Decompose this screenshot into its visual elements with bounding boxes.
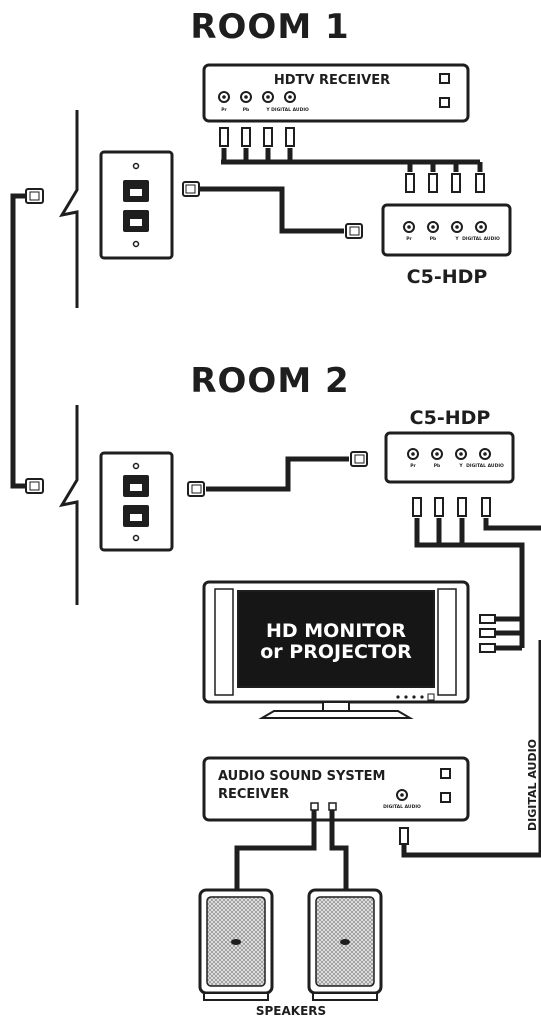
c5-room2-jack-digital-audio: DIGITAL AUDIO (466, 463, 504, 469)
hdtv-receiver: HDTV RECEIVER Pr Pb Y DIGITAL AUDIO (202, 63, 470, 123)
speaker-right (307, 888, 383, 1001)
jack-digital-audio (284, 91, 296, 103)
speaker-left (198, 888, 274, 1001)
speaker-wires (234, 810, 349, 890)
inter-room-cable (10, 188, 44, 494)
speakers-label: SPEAKERS (256, 1004, 326, 1018)
c5-room2-jack-pb: Pb (434, 463, 441, 469)
room1-network-cable (182, 181, 363, 239)
room2-c5-label: C5-HDP (410, 407, 491, 429)
monitor-label-line2: or PROJECTOR (260, 641, 412, 663)
jack-y (262, 91, 274, 103)
audio-receiver-label-line1: AUDIO SOUND SYSTEM (218, 769, 385, 784)
room1-wall (58, 110, 79, 308)
jack-label-y: Y (265, 107, 270, 113)
c5-room1-jack-y: Y (454, 236, 459, 242)
digital-audio-label: DIGITAL AUDIO (526, 739, 539, 831)
c5-room1-jack-pr: Pr (406, 236, 412, 242)
c5-room1-jack-digital-audio: DIGITAL AUDIO (462, 236, 500, 242)
room2-network-cable (187, 451, 368, 497)
jack-pr (218, 91, 230, 103)
room1-c5-hdp: Pr Pb Y DIGITAL AUDIO C5-HDP (381, 203, 512, 288)
room2-component-cables (412, 497, 541, 653)
room1-c5-label: C5-HDP (407, 266, 488, 288)
hd-monitor: HD MONITOR or PROJECTOR (202, 580, 470, 719)
digital-audio-run: DIGITAL AUDIO (399, 640, 541, 858)
c5-room2-jack-y: Y (458, 463, 463, 469)
jack-label-pb: Pb (243, 107, 250, 113)
room2-wall (58, 405, 79, 605)
jack-pb (240, 91, 252, 103)
jack-label-digital-audio: DIGITAL AUDIO (271, 107, 309, 113)
room2-title: ROOM 2 (190, 361, 349, 401)
audio-receiver-label-line2: RECEIVER (218, 787, 289, 802)
hdtv-receiver-label: HDTV RECEIVER (274, 73, 390, 88)
monitor-label-line1: HD MONITOR (266, 620, 406, 642)
c5-room1-jack-pb: Pb (430, 236, 437, 242)
room1-title: ROOM 1 (190, 7, 349, 47)
room2-wall-plate (99, 451, 174, 552)
monitor-screen (237, 590, 435, 688)
room2-c5-hdp: C5-HDP Pr Pb Y DIGITAL AUDIO (384, 407, 515, 484)
audio-receiver: AUDIO SOUND SYSTEM RECEIVER DIGITAL AUDI… (202, 756, 470, 822)
room1-component-cables (219, 127, 485, 193)
audio-receiver-jack-label: DIGITAL AUDIO (383, 804, 421, 810)
jack-label-pr: Pr (221, 107, 227, 113)
room1-wall-plate (99, 150, 174, 260)
c5-room2-jack-pr: Pr (410, 463, 416, 469)
